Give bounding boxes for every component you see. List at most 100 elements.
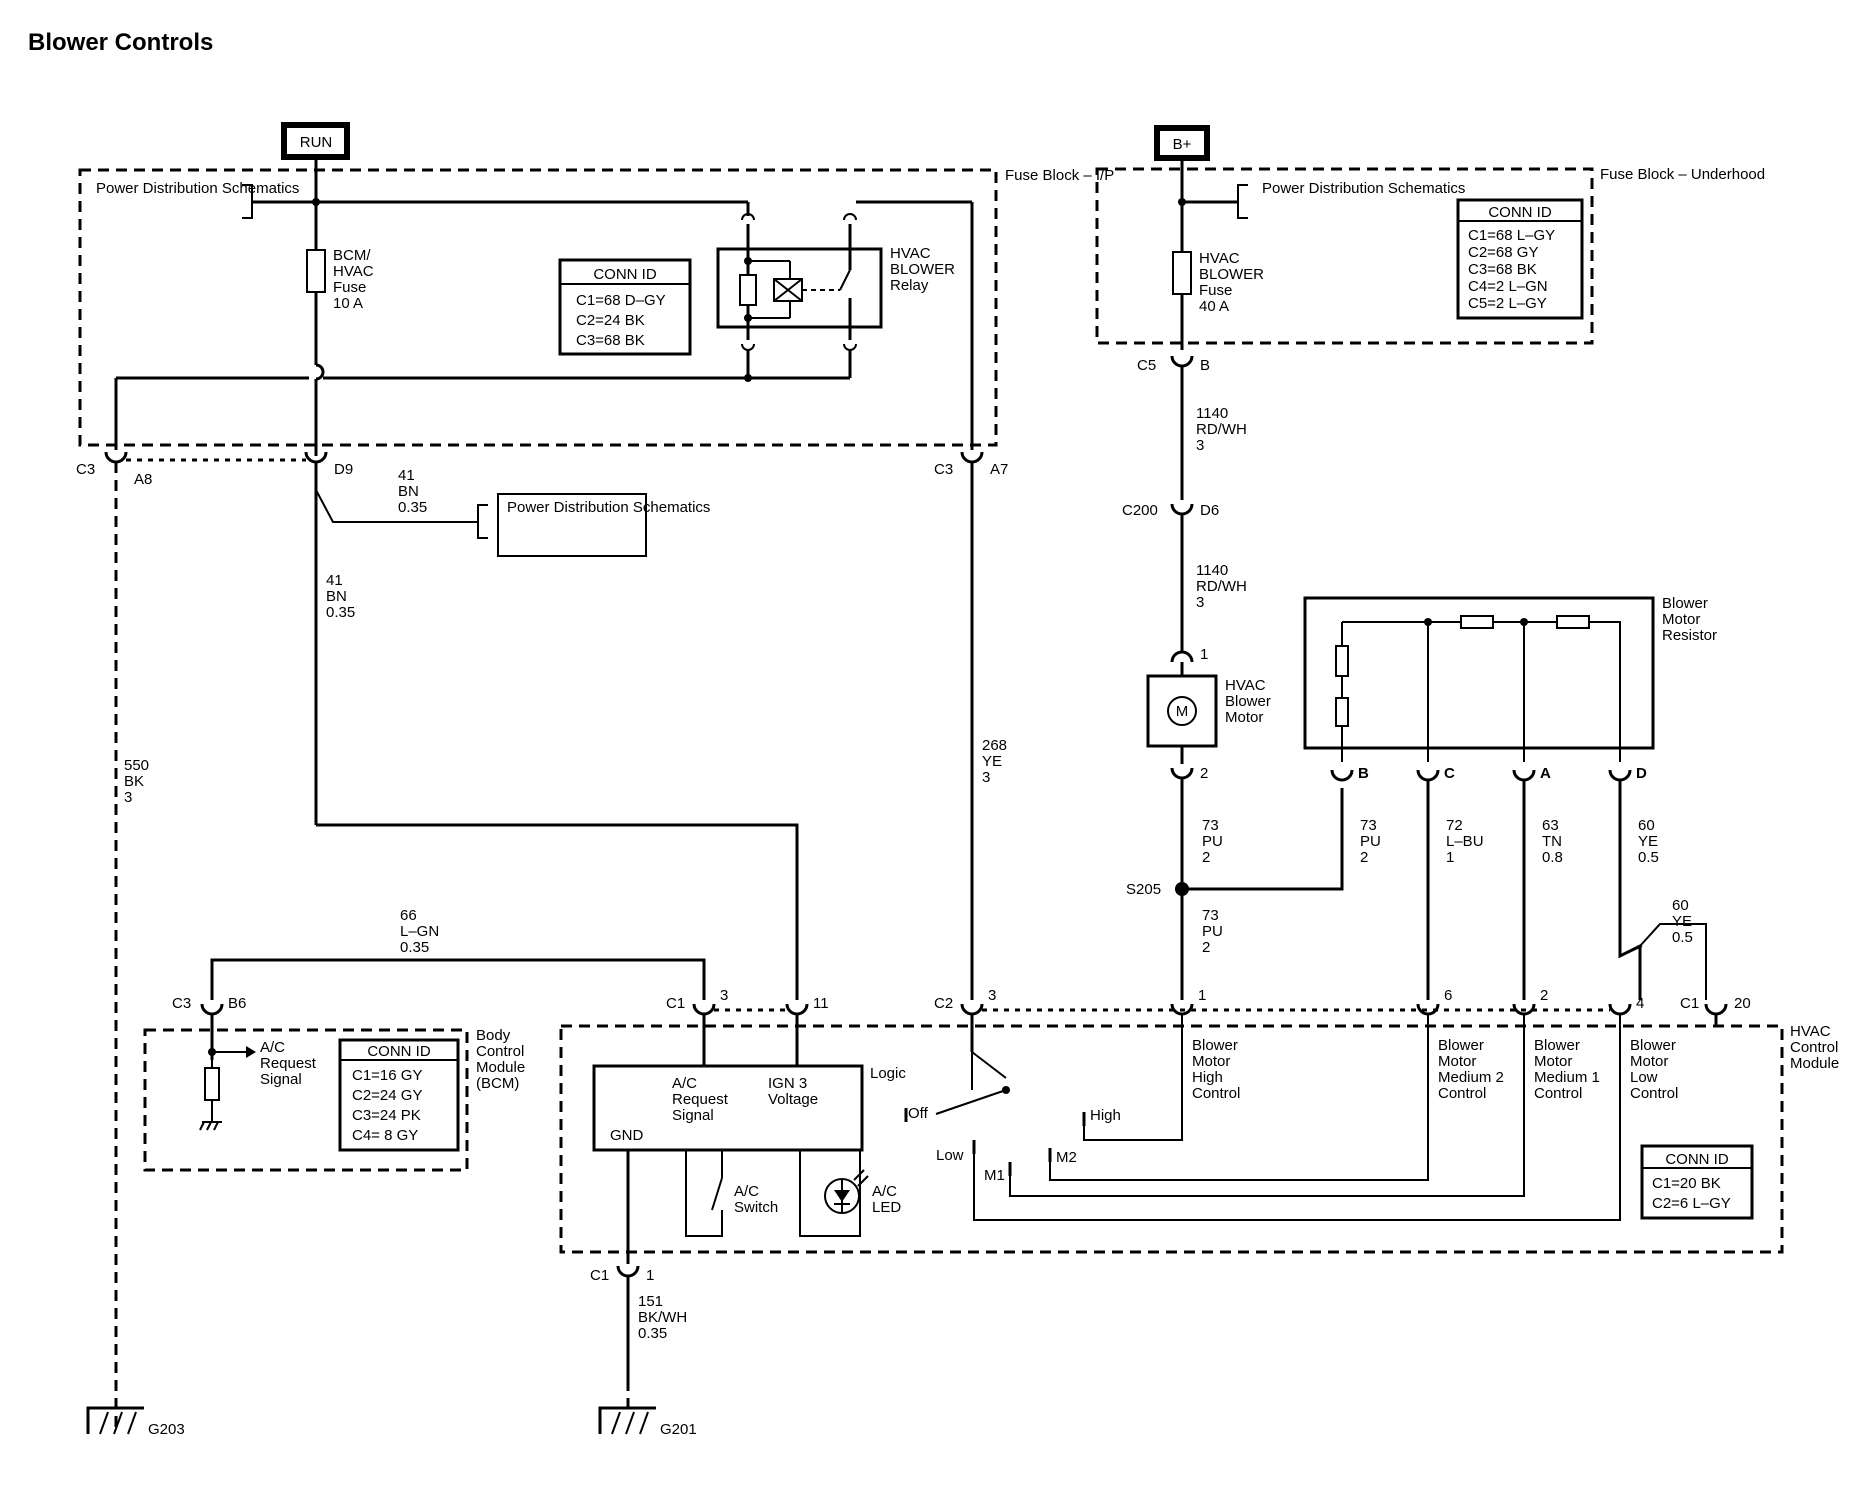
wire-60-b: 60 YE 0.5 (1672, 897, 1696, 946)
svg-text:C4=2 L–GN: C4=2 L–GN (1468, 278, 1548, 295)
svg-text:73 PU 2: 73 PU 2 (1202, 907, 1227, 956)
wire-60-a: 60 YE 0.5 (1638, 817, 1662, 866)
svg-text:CONN ID: CONN ID (593, 266, 657, 283)
logic-box: Logic A/C Request Signal IGN 3 Voltage G… (592, 1014, 906, 1152)
svg-text:C1=16 GY: C1=16 GY (352, 1067, 422, 1084)
svg-text:C: C (1444, 765, 1455, 782)
ground-g201: G201 (598, 1406, 697, 1438)
svg-text:550 BK 3: 550 BK 3 (124, 757, 153, 806)
ctrl-m1: Blower Motor Medium 1 Control (1534, 1037, 1604, 1102)
power-dist-ref-uh: Power Distribution Schematics (1237, 180, 1465, 219)
svg-text:268 YE 3: 268 YE 3 (982, 737, 1011, 786)
wire-1140-b: 1140 RD/WH 3 (1196, 562, 1251, 611)
svg-text:M: M (1176, 703, 1189, 720)
bcm-hvac-fuse: BCM/ HVAC Fuse 10 A (306, 247, 374, 312)
hvac-control-module: HVAC Control Module (559, 1023, 1843, 1254)
svg-text:A: A (1540, 765, 1551, 782)
ign3-voltage: IGN 3 Voltage (768, 1075, 818, 1108)
relay-label: HVAC BLOWER Relay (890, 245, 959, 294)
connector-c5-b: C5 B (1137, 355, 1210, 374)
motor-label: HVAC Blower Motor (1225, 677, 1275, 726)
svg-text:C1=68 D–GY: C1=68 D–GY (576, 292, 666, 309)
power-dist-ref-ip: Power Distribution Schematics (96, 180, 299, 219)
hvac-connectors: C1 3 11 C2 3 1 6 2 4 C1 20 (666, 948, 1751, 1026)
svg-text:C1=20 BK: C1=20 BK (1652, 1175, 1721, 1192)
sw-high: High (1090, 1107, 1121, 1124)
ctrl-m2: Blower Motor Medium 2 Control (1438, 1037, 1508, 1102)
svg-text:C2=68 GY: C2=68 GY (1468, 244, 1538, 261)
conn-id-ip: CONN ID C1=68 D–GY C2=24 BK C3=68 BK (558, 258, 692, 356)
svg-text:C3: C3 (172, 995, 191, 1012)
svg-text:C1=68 L–GY: C1=68 L–GY (1468, 227, 1555, 244)
ac-switch-label: A/C Switch (734, 1183, 778, 1216)
svg-text:1140 RD/WH 3: 1140 RD/WH 3 (1196, 562, 1251, 611)
resistor-connectors: B C A D (1330, 765, 1647, 782)
diagram-title: Blower Controls (28, 29, 213, 56)
svg-text:1: 1 (1200, 646, 1208, 663)
wire-73-a: 73 PU 2 (1202, 817, 1227, 866)
svg-text:73 PU 2: 73 PU 2 (1360, 817, 1385, 866)
ground-g203: G203 (86, 1406, 185, 1438)
wire-550: 550 BK 3 (124, 757, 153, 806)
svg-text:Power Distribution Schematics: Power Distribution Schematics (1262, 180, 1465, 197)
svg-text:3: 3 (720, 987, 728, 1004)
svg-text:Logic: Logic (870, 1065, 906, 1082)
blower-fuse-label: HVAC BLOWER Fuse 40 A (1199, 250, 1268, 315)
svg-text:2: 2 (1540, 987, 1548, 1004)
svg-text:C1: C1 (1680, 995, 1699, 1012)
svg-text:73 PU 2: 73 PU 2 (1202, 817, 1227, 866)
svg-text:CONN ID: CONN ID (1488, 204, 1552, 221)
svg-text:C1: C1 (590, 1267, 609, 1284)
svg-text:60 YE 0.5: 60 YE 0.5 (1638, 817, 1662, 866)
blower-speed-switch: Off Low M1 M2 High (904, 1014, 1121, 1184)
svg-text:S205: S205 (1126, 881, 1161, 898)
svg-text:C200: C200 (1122, 502, 1158, 519)
wire-73-c: 73 PU 2 (1202, 907, 1227, 956)
ac-switch: A/C Switch (685, 1150, 778, 1237)
wire-41-top: 41 BN 0.35 (398, 467, 427, 516)
svg-text:41 BN 0.35: 41 BN 0.35 (326, 572, 355, 621)
run-source: RUN (281, 122, 350, 160)
resistor-label: Blower Motor Resistor (1662, 595, 1717, 644)
svg-text:C2=24 BK: C2=24 BK (576, 312, 645, 329)
svg-text:63 TN 0.8: 63 TN 0.8 (1542, 817, 1566, 866)
sw-m1: M1 (984, 1167, 1005, 1184)
ac-led: A/C LED (799, 1150, 901, 1237)
svg-text:20: 20 (1734, 995, 1751, 1012)
svg-text:C3: C3 (934, 461, 953, 478)
wire-268: 268 YE 3 (982, 737, 1011, 786)
bplus-source: B+ (1154, 125, 1210, 161)
svg-text:Power Distribution Schematics: Power Distribution Schematics (96, 180, 299, 197)
ctrl-high: Blower Motor High Control (1192, 1037, 1242, 1102)
svg-text:C2=24 GY: C2=24 GY (352, 1087, 422, 1104)
wire-73-b: 73 PU 2 (1360, 817, 1385, 866)
svg-text:C3: C3 (76, 461, 95, 478)
wire-72: 72 L–BU 1 (1446, 817, 1488, 866)
bcm-signal-label: A/C Request Signal (260, 1039, 320, 1088)
connector-c3-a8: C3 A8 (76, 451, 152, 488)
connector-c200-d6: C200 D6 (1122, 502, 1219, 519)
wire-151: 151 BK/WH 0.35 (638, 1293, 691, 1342)
fuse-block-uh-label: Fuse Block – Underhood (1600, 166, 1765, 183)
bplus-label: B+ (1173, 136, 1192, 153)
svg-text:B: B (1358, 765, 1369, 782)
fuse-block-ip-label: Fuse Block – I/P (1005, 167, 1114, 184)
ac-request-signal: A/C Request Signal (672, 1075, 732, 1124)
hvac-module-label: HVAC Control Module (1790, 1023, 1843, 1072)
svg-text:D6: D6 (1200, 502, 1219, 519)
svg-text:2: 2 (1200, 765, 1208, 782)
sw-off: Off (908, 1105, 929, 1122)
wire-63: 63 TN 0.8 (1542, 817, 1566, 866)
svg-text:Power Distribution Schematics: Power Distribution Schematics (507, 499, 710, 516)
svg-text:66 L–GN 0.35: 66 L–GN 0.35 (400, 907, 443, 956)
wire-41-mid: 41 BN 0.35 (326, 572, 355, 621)
control-labels: Blower Motor High Control Blower Motor M… (1192, 1037, 1678, 1102)
hvac-blower-fuse: HVAC BLOWER Fuse 40 A (1172, 250, 1268, 315)
svg-text:3: 3 (988, 987, 996, 1004)
svg-text:151 BK/WH 0.35: 151 BK/WH 0.35 (638, 1293, 691, 1342)
svg-text:60 YE 0.5: 60 YE 0.5 (1672, 897, 1696, 946)
svg-text:C5=2 L–GY: C5=2 L–GY (1468, 295, 1547, 312)
svg-text:1: 1 (1198, 987, 1206, 1004)
svg-text:72 L–BU 1: 72 L–BU 1 (1446, 817, 1488, 866)
